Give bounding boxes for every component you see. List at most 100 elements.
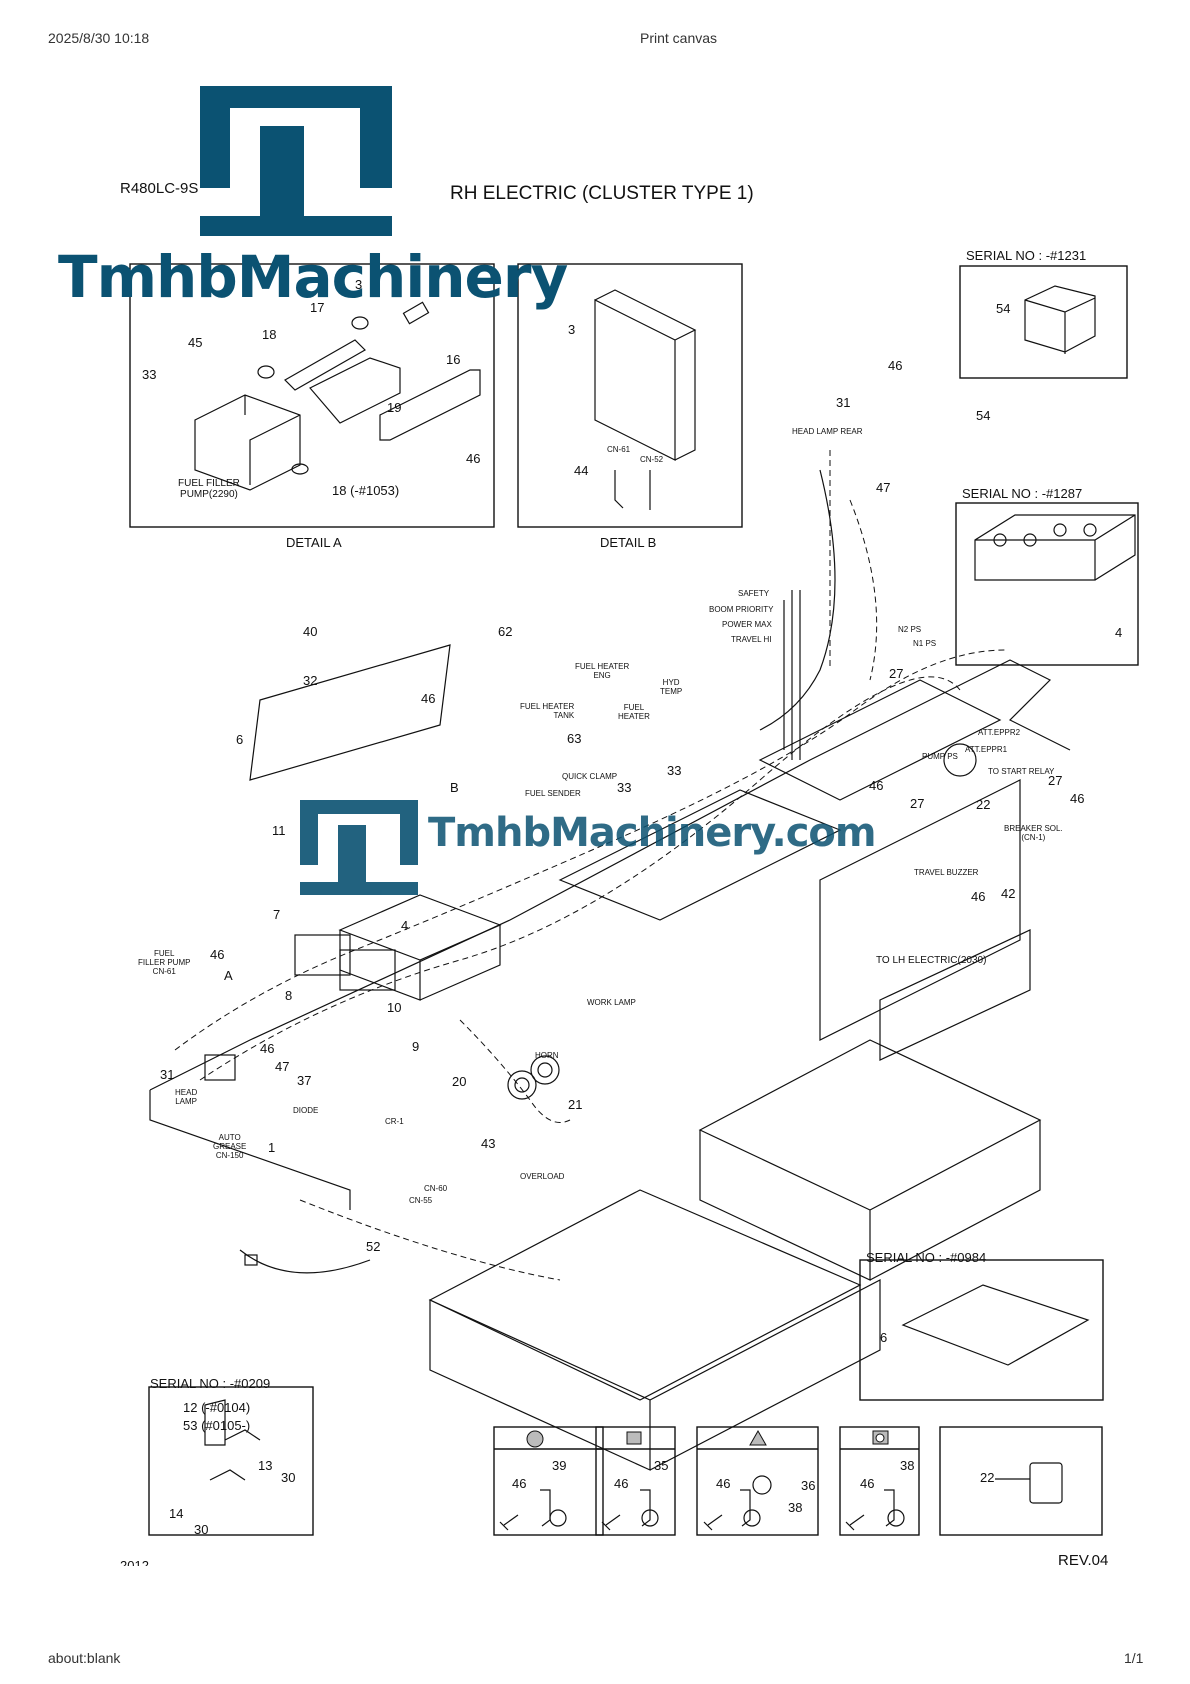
fuel-heater-tank-label: FUEL HEATER TANK [520, 702, 575, 720]
part-1: 1 [268, 1140, 276, 1155]
part-54-r: 54 [976, 408, 991, 423]
auto-grease-label: AUTO GREASE CN-150 [213, 1133, 247, 1160]
legend-3-part-46: 46 [716, 1476, 731, 1491]
part-20: 20 [452, 1074, 467, 1089]
head-lamp-rear-label: HEAD LAMP REAR [792, 427, 863, 436]
part-47-m: 47 [275, 1059, 290, 1074]
legend-2-part-46: 46 [614, 1476, 629, 1491]
travel-buzzer-label: TRAVEL BUZZER [914, 868, 979, 877]
page-mark-left-clip: 2012 [120, 1558, 180, 1566]
part-27-b: 27 [1048, 773, 1063, 788]
part-33-a: 33 [142, 367, 157, 382]
part-40: 40 [303, 624, 318, 639]
legend-3-part-36: 36 [801, 1478, 816, 1493]
to-lh-electric-label: TO LH ELECTRIC(2030) [876, 955, 987, 966]
part-46-m3: 46 [260, 1041, 275, 1056]
legend-4-part-46: 46 [860, 1476, 875, 1491]
legend-1-part-46: 46 [512, 1476, 527, 1491]
part-30-a: 30 [281, 1470, 296, 1485]
part-31-m: 31 [160, 1067, 175, 1082]
att-eppr2-label: ATT.EPPR2 [978, 728, 1021, 737]
part-43: 43 [481, 1136, 496, 1151]
print-datetime: 2025/8/30 10:18 [48, 30, 150, 46]
fuel-heater-label: FUEL HEATER [618, 703, 650, 721]
travel-hi-label: TRAVEL HI [731, 635, 772, 644]
part-27-a: 27 [889, 666, 904, 681]
diode-label: DIODE [293, 1106, 319, 1115]
part-12-note: 12 (-#0104) [183, 1400, 251, 1415]
n1ps-label: N1 PS [913, 639, 937, 648]
power-max-label: POWER MAX [722, 620, 772, 629]
legend-2-part-35: 35 [654, 1458, 669, 1473]
part-21: 21 [568, 1097, 583, 1112]
part-11: 11 [272, 823, 286, 838]
legend-4-part-38: 38 [900, 1458, 915, 1473]
breaker-sol-label: BREAKER SOL. (CN-1) [1004, 824, 1063, 842]
part-53-note: 53 (#0105-) [183, 1418, 251, 1433]
print-title: Print canvas [640, 30, 718, 46]
part-31-r: 31 [836, 395, 851, 410]
boom-priority-label: BOOM PRIORITY [709, 605, 774, 614]
watermark-logo-icon [200, 86, 392, 236]
page-mark-right-clip: REV.04 [1058, 1552, 1128, 1566]
part-14: 14 [169, 1506, 184, 1521]
cr1-label: CR-1 [385, 1117, 404, 1126]
part-3-b: 3 [568, 322, 576, 337]
part-42: 42 [1001, 886, 1016, 901]
part-37: 37 [297, 1073, 312, 1088]
head-lamp-label: HEAD LAMP [175, 1088, 198, 1106]
fuel-heater-eng-label: FUEL HEATER ENG [575, 662, 630, 680]
part-45: 45 [188, 335, 203, 350]
fuel-filler-pump-label: FUEL FILLER PUMP(2290) [178, 478, 240, 500]
part-62: 62 [498, 624, 513, 639]
watermark-url-text: TmhbMachinery.com [428, 810, 877, 856]
watermark-logo-text: TmhbMachinery [58, 243, 568, 311]
part-6: 6 [236, 732, 244, 747]
part-46-m2: 46 [210, 947, 225, 962]
part-3-a: 3 [355, 277, 363, 292]
part-46-r: 46 [888, 358, 903, 373]
serial-0209-label: SERIAL NO : -#0209 [150, 1376, 271, 1391]
horn-label: HORN [535, 1051, 559, 1060]
diagram-title: RH ELECTRIC (CLUSTER TYPE 1) [450, 183, 754, 204]
part-22: 22 [976, 797, 991, 812]
part-6-s: 6 [880, 1330, 888, 1345]
part-4: 4 [401, 918, 409, 933]
part-7: 7 [273, 907, 281, 922]
part-44: 44 [574, 463, 589, 478]
hyd-temp-label: HYD TEMP [660, 678, 683, 696]
legend-1-part-39: 39 [552, 1458, 567, 1473]
part-46-m4: 46 [869, 778, 884, 793]
part-10: 10 [387, 1000, 402, 1015]
part-46-m1: 46 [421, 691, 436, 706]
cn52-label: CN-52 [640, 455, 664, 464]
part-8: 8 [285, 988, 293, 1003]
work-lamp-label: WORK LAMP [587, 998, 636, 1007]
n2ps-label: N2 PS [898, 625, 922, 634]
detail-b-caption: DETAIL B [600, 535, 657, 550]
part-46-m6: 46 [971, 889, 986, 904]
part-30-b: 30 [194, 1522, 209, 1537]
att-eppr1-label: ATT.EPPR1 [965, 745, 1008, 754]
part-4-s: 4 [1115, 625, 1123, 640]
part-46-a: 46 [466, 451, 481, 466]
legend-3-part-38: 38 [788, 1500, 803, 1515]
page-mark-right: REV.04 [1058, 1552, 1109, 1566]
quick-clamp-label: QUICK CLAMP [562, 772, 618, 781]
serial-1231-label: SERIAL NO : -#1231 [966, 248, 1087, 263]
serial-1287-label: SERIAL NO : -#1287 [962, 486, 1083, 501]
part-47-r: 47 [876, 480, 891, 495]
safety-label: SAFETY [738, 589, 770, 598]
legend-5-part-22: 22 [980, 1470, 995, 1485]
part-32: 32 [303, 673, 318, 688]
part-54-s: 54 [996, 301, 1011, 316]
detail-b-marker: B [450, 780, 459, 795]
cn60-label: CN-60 [424, 1184, 448, 1193]
pump-ps-label: PUMP PS [922, 752, 958, 761]
cn61-label: CN-61 [607, 445, 631, 454]
part-17: 17 [310, 300, 325, 315]
page-mark-left: 2012 [120, 1558, 149, 1566]
watermark-small-logo-icon [300, 800, 418, 895]
cn55-label: CN-55 [409, 1196, 433, 1205]
